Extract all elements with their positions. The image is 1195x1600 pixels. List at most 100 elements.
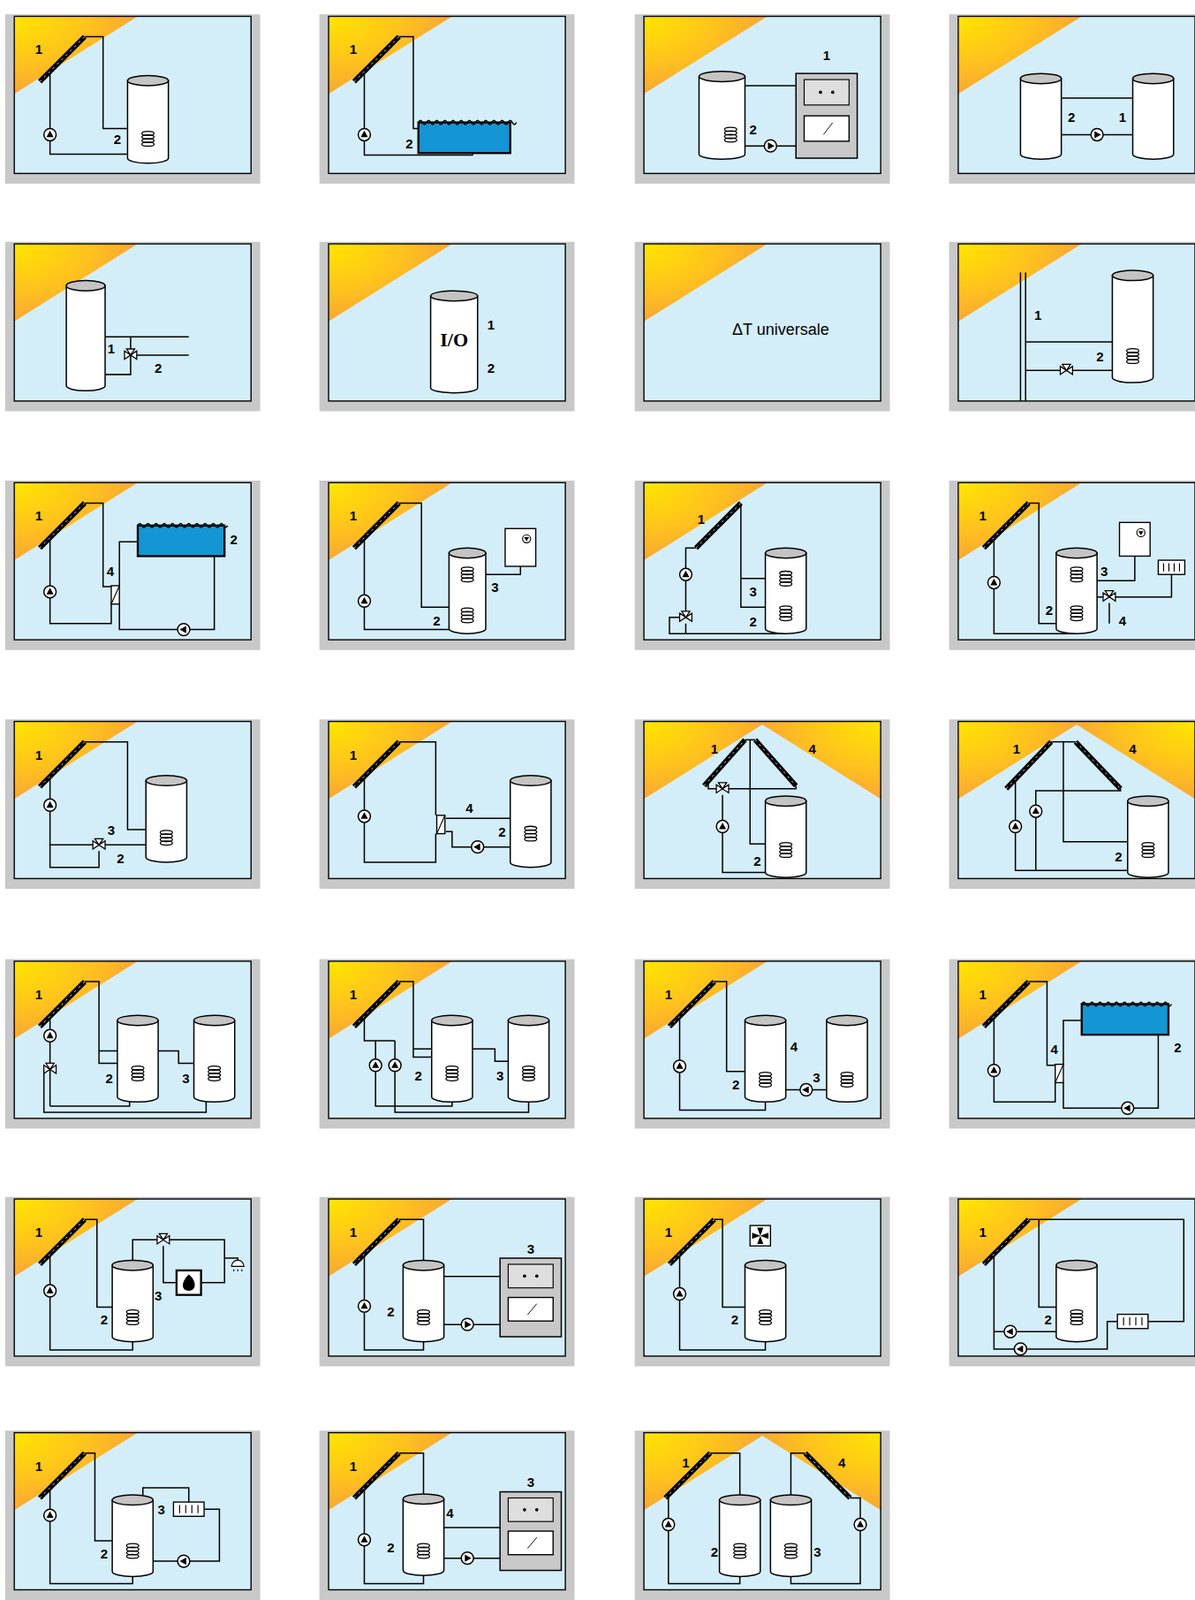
pump-arrow bbox=[371, 1060, 379, 1068]
collector-stripe bbox=[1075, 741, 1121, 789]
collector-stripe bbox=[39, 1452, 85, 1498]
callout-number: 2 bbox=[1045, 602, 1053, 616]
radiator-fin bbox=[1163, 563, 1165, 572]
tank bbox=[719, 1499, 761, 1577]
tile bbox=[319, 1429, 575, 1600]
collector bbox=[39, 741, 85, 787]
callout-number: 4 bbox=[106, 563, 114, 577]
pump bbox=[369, 1058, 382, 1072]
tile-sky bbox=[643, 721, 881, 879]
collector-stripe bbox=[983, 981, 1029, 1027]
pump bbox=[358, 1299, 371, 1312]
pipe bbox=[50, 537, 112, 624]
pool-waves bbox=[137, 523, 228, 529]
coil bbox=[522, 1076, 536, 1082]
coil bbox=[461, 577, 474, 583]
callout-number: 2 bbox=[710, 1543, 719, 1558]
caption-text: ΔT universale bbox=[732, 321, 830, 338]
pipe bbox=[119, 555, 214, 629]
tank bbox=[1020, 78, 1061, 159]
pipe bbox=[1096, 555, 1135, 581]
collector-stripe bbox=[39, 1218, 85, 1264]
tile bbox=[319, 1196, 575, 1367]
callout-number: 1 bbox=[35, 42, 43, 56]
boiler-arrow bbox=[1138, 530, 1144, 536]
pipe bbox=[224, 1257, 238, 1260]
tile-frame bbox=[328, 1432, 566, 1590]
callout-number: 2 bbox=[1114, 849, 1122, 863]
stove-knob bbox=[522, 1507, 527, 1512]
tile-shadow bbox=[949, 959, 1195, 1129]
tank bbox=[1127, 801, 1169, 878]
tile-shadow bbox=[5, 480, 261, 651]
collector-stripe bbox=[669, 981, 715, 1027]
fan bbox=[749, 1225, 771, 1246]
tile-frame bbox=[328, 15, 566, 174]
sun bbox=[643, 1432, 768, 1511]
collector bbox=[695, 502, 742, 548]
callout-number: 1 bbox=[349, 508, 357, 522]
tile bbox=[635, 718, 891, 889]
tile-shadow bbox=[5, 242, 261, 412]
coil bbox=[779, 616, 793, 621]
stove-knob bbox=[535, 1274, 539, 1279]
tank-top bbox=[112, 1494, 153, 1506]
valve bbox=[716, 782, 729, 794]
callout-number: 2 bbox=[415, 1068, 423, 1082]
callout-number: 1 bbox=[979, 986, 987, 1000]
tile-shadow bbox=[319, 14, 575, 184]
coil bbox=[759, 1082, 772, 1088]
tile-frame bbox=[14, 960, 251, 1119]
tank-top bbox=[510, 775, 552, 787]
pool-waves bbox=[418, 120, 517, 125]
collector bbox=[354, 37, 400, 83]
pipe bbox=[1063, 1034, 1158, 1108]
tile bbox=[635, 480, 891, 651]
callout-number: 3 bbox=[812, 1069, 820, 1083]
tile-frame bbox=[14, 1198, 251, 1356]
pipe bbox=[669, 617, 686, 634]
callout-number: 3 bbox=[527, 1474, 535, 1489]
callout-number: 2 bbox=[732, 1076, 740, 1090]
tile-frame bbox=[643, 243, 881, 401]
callout-number: 4 bbox=[446, 1505, 454, 1519]
pump-arrow bbox=[46, 1511, 54, 1519]
tile-shadow bbox=[319, 1429, 575, 1600]
pump-arrow bbox=[990, 578, 998, 586]
callout-number: 3 bbox=[527, 1240, 535, 1255]
shower bbox=[231, 1259, 244, 1266]
coil bbox=[724, 137, 737, 143]
pump bbox=[358, 1533, 371, 1546]
tank-top bbox=[1127, 795, 1169, 807]
callout-number: 1 bbox=[107, 340, 115, 355]
tank-top bbox=[765, 547, 807, 559]
valve bbox=[124, 348, 137, 360]
valve bbox=[157, 1232, 170, 1244]
pump bbox=[680, 567, 693, 581]
pipe bbox=[130, 354, 190, 356]
callout-number: 1 bbox=[349, 1458, 357, 1472]
pump bbox=[673, 1059, 687, 1073]
radiator-fin bbox=[185, 1505, 187, 1513]
callout-number: 1 bbox=[1013, 741, 1021, 755]
tile-frame bbox=[14, 721, 251, 879]
pipe bbox=[1063, 1020, 1082, 1066]
callout-number: 1 bbox=[35, 986, 43, 1000]
collector-stripe bbox=[354, 37, 400, 83]
stove-window bbox=[507, 1297, 553, 1322]
tank-top bbox=[112, 1259, 153, 1271]
pipe bbox=[485, 566, 521, 575]
tank-top bbox=[765, 795, 807, 807]
tank bbox=[744, 1264, 786, 1342]
callout-number: 2 bbox=[749, 614, 757, 628]
tank bbox=[112, 1499, 153, 1577]
coil bbox=[159, 840, 173, 846]
valve bbox=[44, 1062, 57, 1074]
tile bbox=[319, 14, 575, 184]
callout-number: 2 bbox=[1043, 1312, 1052, 1326]
tank-top bbox=[1056, 547, 1097, 559]
callout-number: 4 bbox=[465, 800, 473, 814]
collector bbox=[983, 502, 1029, 548]
sun bbox=[643, 482, 768, 560]
pipe bbox=[728, 785, 796, 788]
